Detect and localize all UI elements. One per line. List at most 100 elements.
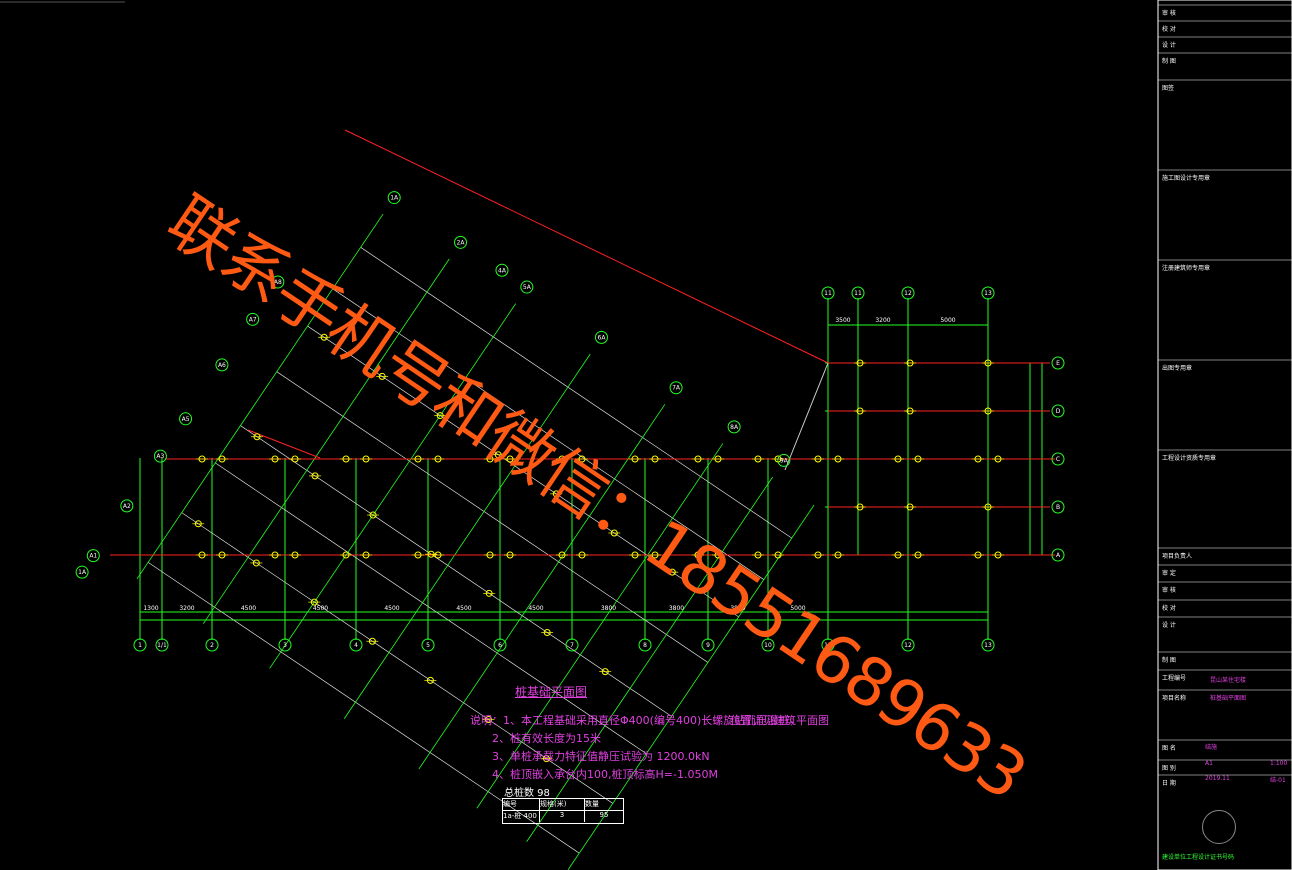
- pile-table-h1: 编号: [503, 799, 540, 810]
- axis-bubble: [565, 638, 579, 652]
- title-block-value: 1:100: [1270, 760, 1288, 767]
- wing-cross-line: [567, 504, 815, 870]
- axis-bubble: [851, 286, 865, 300]
- axis-bubble: [120, 499, 134, 513]
- title-block-row-label: 审 定: [1162, 570, 1176, 577]
- note-4: 4、桩顶嵌入承台内100,桩顶标高H=-1.050M: [492, 768, 718, 781]
- axis-bubble: [1051, 356, 1065, 370]
- title-block-row-label: 设 计: [1162, 622, 1176, 629]
- title-block-row-label: 日 期: [1162, 780, 1176, 787]
- axis-bubble: [246, 312, 260, 326]
- note-3: 3、单桩承载力特征值静压试验为 1200.0kN: [492, 750, 710, 763]
- axis-label: 13: [984, 642, 992, 649]
- axis-bubble: [981, 638, 995, 652]
- dim-label: 1300: [143, 605, 158, 612]
- axis-label: 8A: [730, 424, 739, 431]
- wing-cross-line: [202, 258, 450, 624]
- title-block-frame: [1157, 0, 1292, 870]
- axis-label: 1: [138, 642, 142, 649]
- axis-label: 7A: [672, 385, 681, 392]
- axis-bubble: [1051, 500, 1065, 514]
- axis-bubble: [901, 286, 915, 300]
- wing-cross-line: [269, 303, 517, 669]
- axis-bubble: [349, 638, 363, 652]
- axis-label: 2A: [457, 239, 466, 246]
- pile-table-c2: 3: [540, 811, 585, 822]
- title-block-footer: 建设单位工程设计证书号码: [1162, 854, 1235, 861]
- axis-bubble: [155, 638, 169, 652]
- axis-bubble: [727, 420, 741, 434]
- drawing-title: 桩基础平面图: [515, 685, 588, 699]
- axis-bubble: [86, 549, 100, 563]
- wing-grid-line: [276, 371, 709, 663]
- axis-bubble: [495, 263, 509, 277]
- axis-label: 5A: [523, 284, 532, 291]
- dim-label: 5000: [940, 317, 955, 324]
- axis-label: 5: [426, 642, 430, 649]
- title-block-row-label: 设 计: [1162, 42, 1176, 49]
- axis-label: A5: [182, 416, 190, 423]
- axis-bubble: [153, 449, 167, 463]
- axis-bubble: [493, 638, 507, 652]
- wing-cross-line: [343, 353, 591, 719]
- axis-label: A6: [218, 362, 226, 369]
- axis-label: A: [1056, 552, 1061, 559]
- axis-label: 4A: [498, 267, 507, 274]
- wing-cross-line: [526, 476, 774, 842]
- title-block-row-label: 图 名: [1162, 745, 1176, 752]
- pile-table-row: 1a-桩 400 3 95: [503, 811, 623, 822]
- axis-bubble: [669, 381, 683, 395]
- axis-label: A1: [89, 553, 97, 560]
- title-block-value: 2019.11: [1205, 775, 1230, 782]
- title-block-value: 昆山某住宅楼: [1210, 677, 1247, 684]
- dim-label: 4500: [456, 605, 471, 612]
- axis-label: 9: [706, 642, 710, 649]
- axis-label: 9A: [780, 457, 789, 464]
- dim-label: 3800: [601, 605, 616, 612]
- axis-label: 2: [210, 642, 214, 649]
- axis-bubble: [278, 638, 292, 652]
- axis-label: 11: [824, 290, 832, 297]
- wall-line: [784, 362, 829, 471]
- title-block-row-label: 项目名称: [1162, 695, 1187, 702]
- note-1: 说明：1、本工程基础采用直径Φ400(编号400)长螺旋钻孔压灌桩，: [470, 714, 801, 727]
- title-block-row-label: 制 图: [1162, 58, 1176, 65]
- axis-bubble: [454, 235, 468, 249]
- title-block-value: 桩基础平面图: [1210, 695, 1247, 702]
- title-block-row-label: 制 图: [1162, 657, 1176, 664]
- title-block-row-label: 出图专用章: [1162, 365, 1193, 372]
- dim-label: 4500: [528, 605, 543, 612]
- axis-bubble: [901, 638, 915, 652]
- wing-grid-line: [360, 247, 792, 539]
- red-wall-line: [247, 429, 321, 459]
- axis-label: A8: [274, 279, 282, 286]
- pile-table-header: 编号 规格(米) 数量: [503, 799, 623, 811]
- dim-label: 3200: [875, 317, 890, 324]
- axis-label: 3: [283, 642, 287, 649]
- wing-grid-line: [332, 288, 764, 580]
- axis-label: 12: [904, 642, 912, 649]
- axis-bubble: [821, 638, 835, 652]
- pile-table-h3: 数量: [585, 800, 599, 808]
- axis-bubble: [271, 275, 285, 289]
- axis-bubble: [1051, 548, 1065, 562]
- axis-label: 4: [354, 642, 358, 649]
- pile-table-c1: 1a-桩 400: [503, 811, 540, 822]
- axis-bubble: [387, 191, 401, 205]
- title-block-row-label: 图签: [1162, 85, 1175, 92]
- wing-grid-line: [215, 462, 647, 754]
- axis-label: 7: [570, 642, 574, 649]
- title-block-row-label: 工程编号: [1162, 675, 1187, 682]
- dim-label: 5000: [790, 605, 805, 612]
- axis-label: 11: [824, 642, 832, 649]
- axis-bubble: [761, 638, 775, 652]
- title-block-row-label: 项目负责人: [1162, 553, 1193, 560]
- pile-table-c3: 95: [599, 811, 609, 819]
- title-block-rows: [1158, 4, 1292, 776]
- axis-bubble: [1051, 404, 1065, 418]
- axis-bubble: [215, 358, 229, 372]
- axis-label: D: [1056, 408, 1061, 415]
